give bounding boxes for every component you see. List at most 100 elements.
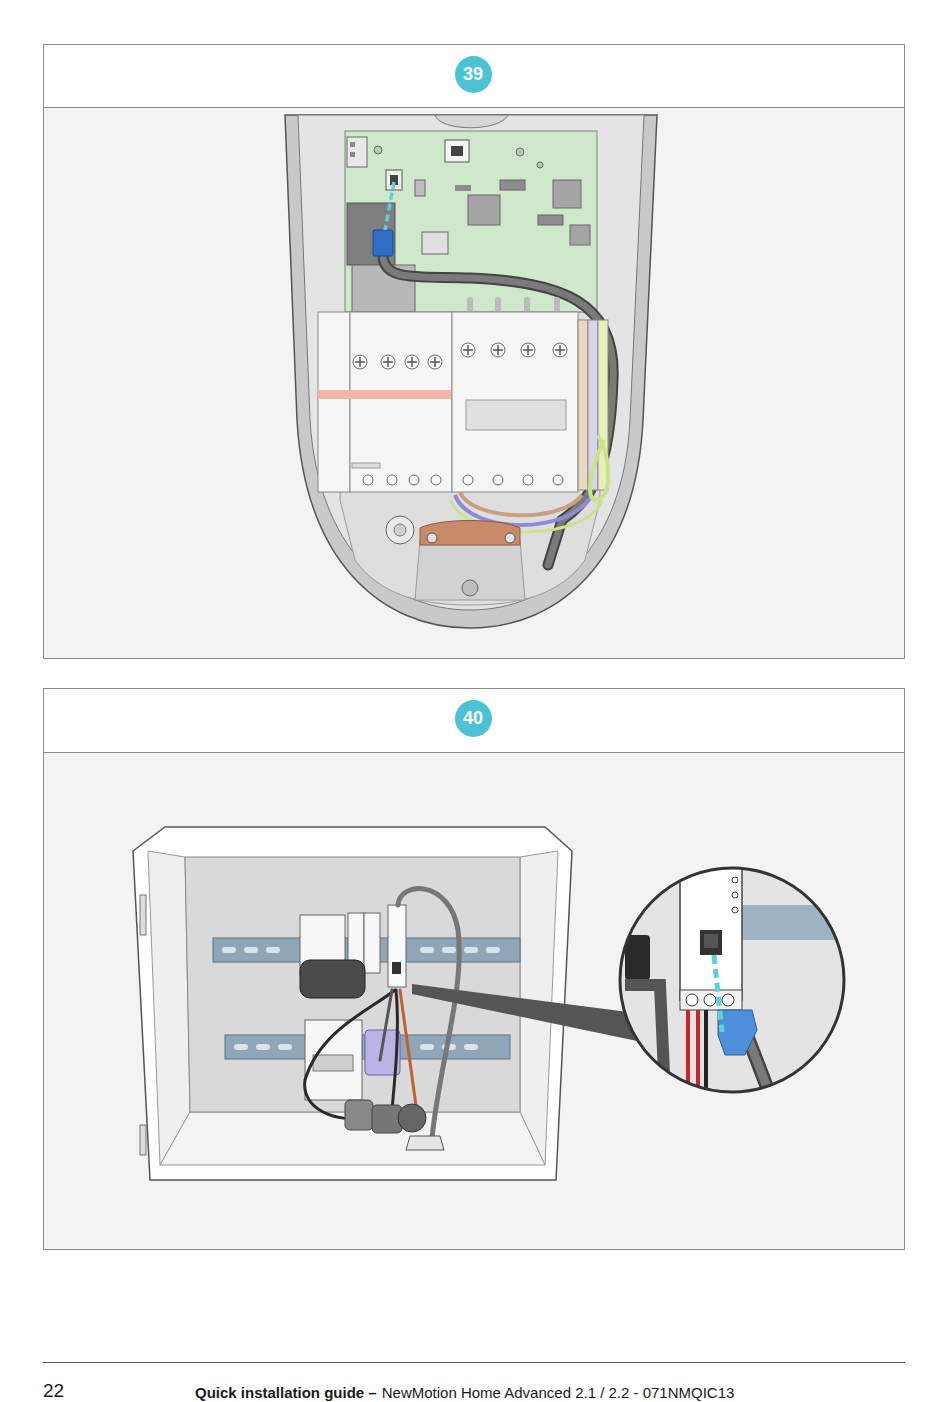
zoom-callout-part-part xyxy=(704,934,718,948)
circuit-board-part xyxy=(538,215,563,225)
contactor-part-part xyxy=(493,475,503,485)
din-rail-part-part xyxy=(420,947,434,953)
circuit-board-part xyxy=(347,203,395,265)
circuit-board-part xyxy=(415,180,425,196)
contactor-part-part xyxy=(387,475,397,485)
zoom-callout xyxy=(412,860,850,1095)
data-cable-part xyxy=(385,182,394,230)
zoom-callout-part xyxy=(619,860,850,1095)
zoom-callout-part-part xyxy=(732,907,738,913)
contactor-part xyxy=(452,312,578,492)
charger-housing-part xyxy=(340,312,600,605)
cabinet-devices-part xyxy=(392,962,401,974)
terminal-block-part xyxy=(460,492,582,515)
cabinet-devices-part xyxy=(313,1055,353,1071)
cabinet-devices-part xyxy=(388,905,406,987)
circuit-board-part xyxy=(516,148,524,156)
zoom-callout-part-part xyxy=(625,985,665,1095)
contactor-part-part xyxy=(463,475,473,485)
cabinet-devices-part xyxy=(300,960,365,998)
circuit-board-part xyxy=(500,180,525,190)
contactor-part-part xyxy=(523,475,533,485)
zoom-callout-part-part xyxy=(704,994,716,1006)
circuit-board-part xyxy=(350,142,355,147)
circuit-board-part xyxy=(570,225,590,245)
circuit-board-part xyxy=(455,185,471,191)
din-rail-part-part xyxy=(486,947,500,953)
cabinet-devices-part xyxy=(364,913,380,973)
charger-housing-part xyxy=(298,115,644,610)
zoom-callout-part-part xyxy=(718,1010,757,1055)
contactor-part-part xyxy=(553,475,563,485)
footer-text: Quick installation guide – xyxy=(195,1384,377,1402)
cabinet-devices-part xyxy=(398,1104,426,1132)
panel-frame xyxy=(43,45,905,1363)
contactor-part xyxy=(355,345,565,367)
terminal-block-part xyxy=(420,521,520,546)
cabinet-devices-part-part xyxy=(305,990,395,1119)
contactor-part xyxy=(352,463,380,468)
circuit-board-part xyxy=(537,162,543,168)
cabinet-part xyxy=(140,1125,146,1155)
cabinet-part xyxy=(140,895,146,935)
charger-housing-part xyxy=(386,516,414,544)
cabinet-devices-part-part xyxy=(380,990,392,1060)
din-rail-part-part xyxy=(222,947,236,953)
contactor-part-part xyxy=(409,475,419,485)
zoom-callout-part-part xyxy=(732,892,738,898)
contactor-part xyxy=(353,343,567,485)
zoom-callout-part-part xyxy=(700,930,722,955)
cabinet-devices-part-part xyxy=(398,889,459,1138)
data-cable-part xyxy=(373,230,393,256)
step-number-text: 39 xyxy=(463,65,483,83)
cabinet-devices-part xyxy=(305,889,460,1138)
din-rail-part-part xyxy=(464,947,478,953)
step-number: 39 xyxy=(455,56,492,93)
cabinet-part xyxy=(185,857,520,1112)
terminal-block-part xyxy=(590,435,608,500)
zoom-callout-part xyxy=(412,984,642,1042)
cabinet-devices xyxy=(300,889,459,1150)
circuit-board-part xyxy=(347,137,367,167)
contactor-part xyxy=(350,312,452,492)
zoom-callout-part-part xyxy=(714,955,722,1032)
cabinet-devices-part xyxy=(345,1100,373,1130)
din-rail-part-part xyxy=(266,947,280,953)
terminal-block-part xyxy=(578,320,588,490)
circuit-board-part xyxy=(468,195,500,225)
panel-frame-part xyxy=(44,45,905,108)
circuit-board-part xyxy=(350,152,355,157)
zoom-callout-part-part xyxy=(680,990,742,1010)
step-number: 40 xyxy=(455,700,492,737)
circuit-board-part xyxy=(374,146,382,154)
panel-frame-part xyxy=(44,689,905,1250)
contactor xyxy=(318,300,578,492)
contactor-part xyxy=(318,312,350,492)
zoom-callout-part-part xyxy=(680,860,742,1000)
terminal-block-part xyxy=(505,533,515,543)
zoom-callout-part-part xyxy=(732,877,738,883)
din-rail-part-part xyxy=(464,1044,478,1050)
panel-frame-part xyxy=(44,45,905,659)
circuit-board-part xyxy=(553,180,581,208)
zoom-callout-part-part xyxy=(686,994,698,1006)
zoom-callout-part-part xyxy=(625,935,650,980)
din-rail-part-part xyxy=(420,1044,434,1050)
zoom-callout-part-part xyxy=(704,1010,708,1095)
cabinet-devices-part xyxy=(406,1136,444,1150)
cabinet-devices-part-part xyxy=(400,990,418,1120)
terminal-block xyxy=(420,320,608,545)
contactor-part xyxy=(318,390,452,399)
circuit-board xyxy=(345,131,597,312)
charger-housing-part xyxy=(394,524,406,536)
charger-housing-part xyxy=(462,580,478,596)
cabinet-part xyxy=(148,851,190,1165)
panel-frame-part xyxy=(44,689,905,753)
panel-frame-part xyxy=(43,1362,905,1363)
charger-housing xyxy=(285,115,657,628)
zoom-callout-part-part xyxy=(722,994,734,1006)
contactor-part-part xyxy=(363,475,373,485)
zoom-callout-part xyxy=(620,868,844,1092)
contactor-part-part xyxy=(463,345,565,355)
